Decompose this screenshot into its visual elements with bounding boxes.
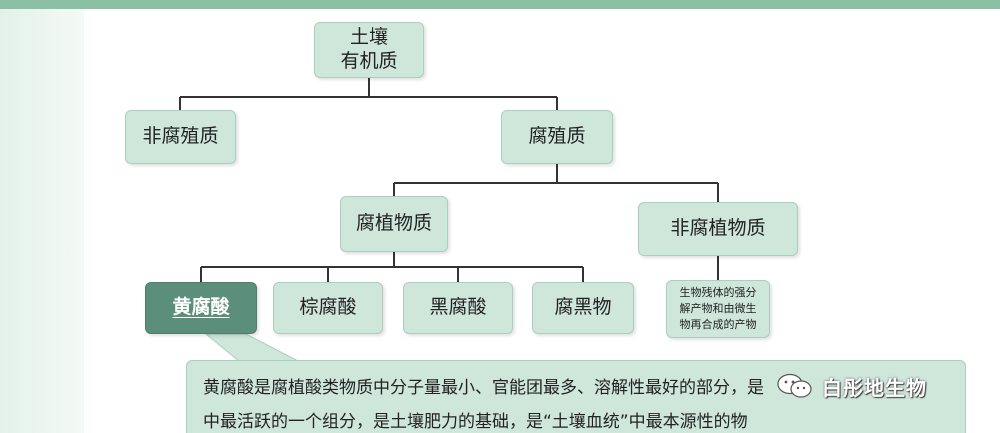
wechat-icon — [777, 373, 812, 398]
fulvic-acid-callout: 黄腐酸是腐植酸类物质中分子量最小、官能团最多、溶解性最好的部分，是 中最活跃的一… — [186, 360, 966, 433]
top-accent-bar — [0, 0, 1000, 9]
left-decor-strip — [0, 9, 84, 433]
node-label: 土壤 有机质 — [340, 26, 398, 72]
node-soil-organic-matter: 土壤 有机质 — [314, 22, 424, 78]
node-humus: 腐殖质 — [501, 110, 613, 164]
node-label: 非腐植物质 — [670, 217, 766, 240]
node-label: 非腐殖质 — [142, 125, 219, 148]
watermark-text: 白彤地生物 — [822, 375, 927, 400]
node-brown-humic-acid: 棕腐酸 — [273, 282, 383, 334]
callout-line-2: 中最活跃的一个组分，是土壤肥力的基础，是“土壤血统”中最本源性的物 — [203, 412, 748, 432]
node-label: 黑腐酸 — [429, 296, 487, 319]
node-label: 生物残体的强分 解产物和由微生 物再合成的产物 — [679, 286, 757, 331]
node-label: 棕腐酸 — [299, 296, 357, 319]
node-non-humic-note: 生物残体的强分 解产物和由微生 物再合成的产物 — [666, 280, 770, 338]
callout-line-1: 黄腐酸是腐植酸类物质中分子量最小、官能团最多、溶解性最好的部分，是 — [203, 378, 764, 398]
callout-pointer — [204, 333, 301, 363]
node-humin: 腐黑物 — [532, 282, 634, 334]
node-fulvic-acid: 黄腐酸 — [145, 282, 257, 334]
watermark: 白彤地生物 — [776, 372, 927, 400]
node-label: 腐黑物 — [554, 296, 612, 319]
node-humic-substance: 腐植物质 — [340, 196, 448, 252]
node-label: 腐植物质 — [355, 212, 432, 235]
node-non-humus: 非腐殖质 — [125, 110, 236, 164]
node-non-humic-substance: 非腐植物质 — [638, 202, 798, 256]
node-label: 黄腐酸 — [172, 296, 230, 319]
node-label: 腐殖质 — [528, 125, 586, 148]
node-black-humic-acid: 黑腐酸 — [403, 282, 513, 334]
